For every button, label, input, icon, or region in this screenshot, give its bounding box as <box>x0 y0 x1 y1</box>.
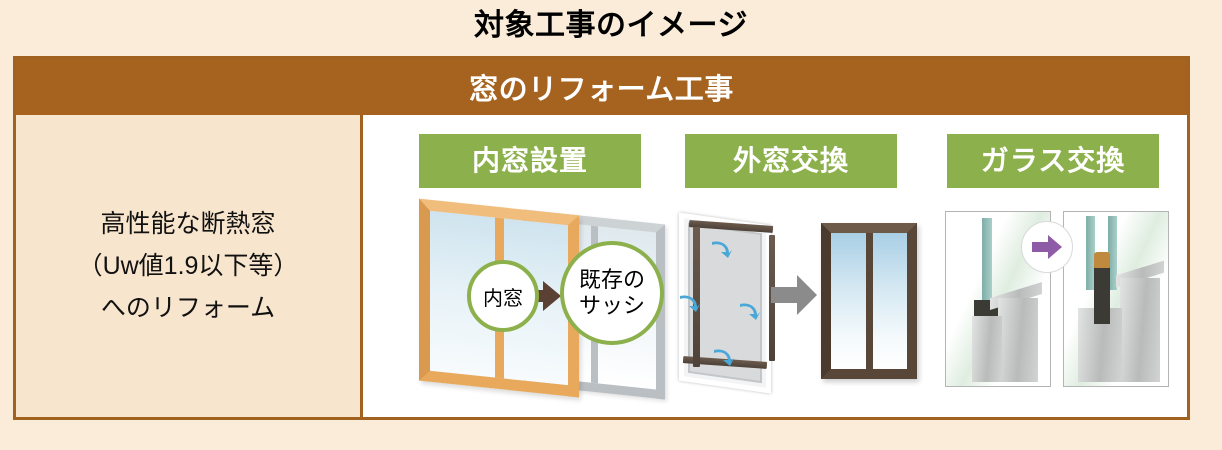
glass-cross-section-after <box>1063 211 1169 387</box>
method-column-inner-window: 内窓設置 <box>405 115 673 417</box>
right-arrow-icon <box>1032 235 1062 259</box>
removal-arrow-icon <box>712 241 732 258</box>
right-arrow-icon <box>517 281 561 311</box>
illustration-outer-window <box>673 197 935 407</box>
table-header-label: 窓のリフォーム工事 <box>469 74 734 106</box>
description-cell: 高性能な断熱窓 （Uw値1.9以下等） へのリフォーム <box>16 115 363 417</box>
description-line-1: 高性能な断熱窓 <box>100 210 276 238</box>
inner-glass-pane <box>1108 216 1117 290</box>
table-body-row: 高性能な断熱窓 （Uw値1.9以下等） へのリフォーム 内窓設置 <box>16 115 1187 417</box>
method-column-glass-replacement: ガラス交換 <box>935 115 1195 417</box>
illustration-inner-window: 内窓 既存の サッシ <box>405 197 673 407</box>
methods-cell: 内窓設置 <box>363 115 1187 417</box>
method-badge-glass-replacement: ガラス交換 <box>947 134 1159 188</box>
removal-arrow-icon <box>714 349 734 366</box>
method-column-outer-window: 外窓交換 <box>673 115 935 417</box>
sash-frame <box>998 298 1038 382</box>
removal-arrow-icon <box>740 303 760 320</box>
callout-inner-window-label: 内窓 <box>483 287 523 310</box>
new-window-illustration <box>821 223 917 379</box>
method-badge-inner-window: 内窓設置 <box>419 134 641 188</box>
illustration-glass-replacement <box>935 197 1195 407</box>
outer-glass-pane <box>1086 216 1095 290</box>
right-arrow-icon <box>771 275 817 315</box>
callout-existing-sash: 既存の サッシ <box>560 241 664 345</box>
callout-existing-sash-line-2: サッシ <box>578 293 645 318</box>
sash-frame <box>1120 278 1160 382</box>
callout-existing-sash-line-1: 既存の <box>578 267 645 292</box>
method-badge-outer-window: 外窓交換 <box>685 134 897 188</box>
removed-frame-bar-left <box>693 227 700 367</box>
callout-inner-window: 内窓 <box>467 260 539 332</box>
table-header-row: 窓のリフォーム工事 <box>16 59 1187 115</box>
description-line-3: へのリフォーム <box>100 294 276 322</box>
glazing-channel <box>1094 298 1110 324</box>
sash-frame-front <box>972 316 1002 382</box>
single-glass-pane <box>982 218 992 322</box>
sealant-bead <box>1094 252 1110 268</box>
target-work-table: 窓のリフォーム工事 高性能な断熱窓 （Uw値1.9以下等） へのリフォーム 内窓… <box>13 56 1190 420</box>
removal-arrow-icon <box>680 295 700 312</box>
glass-cross-section-before <box>945 211 1051 387</box>
glass-swap-arrow-badge <box>1021 221 1073 273</box>
sash-mullion <box>866 233 873 369</box>
page-title: 対象工事のイメージ <box>474 9 748 42</box>
description-line-2: （Uw値1.9以下等） <box>77 252 299 280</box>
